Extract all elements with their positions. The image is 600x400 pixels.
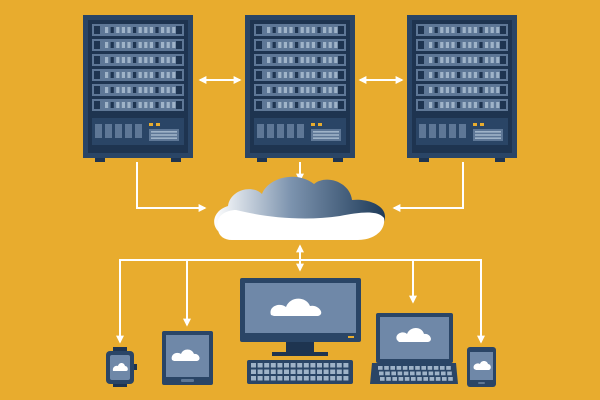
smartphone-icon: [467, 347, 496, 387]
server-rack-icon: [245, 15, 355, 162]
server-rack-icon: [83, 15, 193, 162]
smartwatch-icon: [106, 347, 137, 387]
desktop-monitor-icon: [240, 278, 361, 356]
laptop-keys: [378, 366, 453, 381]
servers-group: [83, 15, 517, 162]
connector-server-left-cloud: [136, 162, 207, 212]
connector-server-right-cloud: [392, 162, 464, 212]
devices-group: [106, 278, 496, 387]
keyboard-icon: [247, 360, 353, 384]
laptop-icon: [370, 313, 458, 384]
connectors-group: [116, 76, 485, 344]
server-rack-icon: [407, 15, 517, 162]
keyboard-keys: [251, 363, 349, 381]
cloud-icon: [214, 176, 386, 240]
tablet-icon: [162, 331, 213, 385]
